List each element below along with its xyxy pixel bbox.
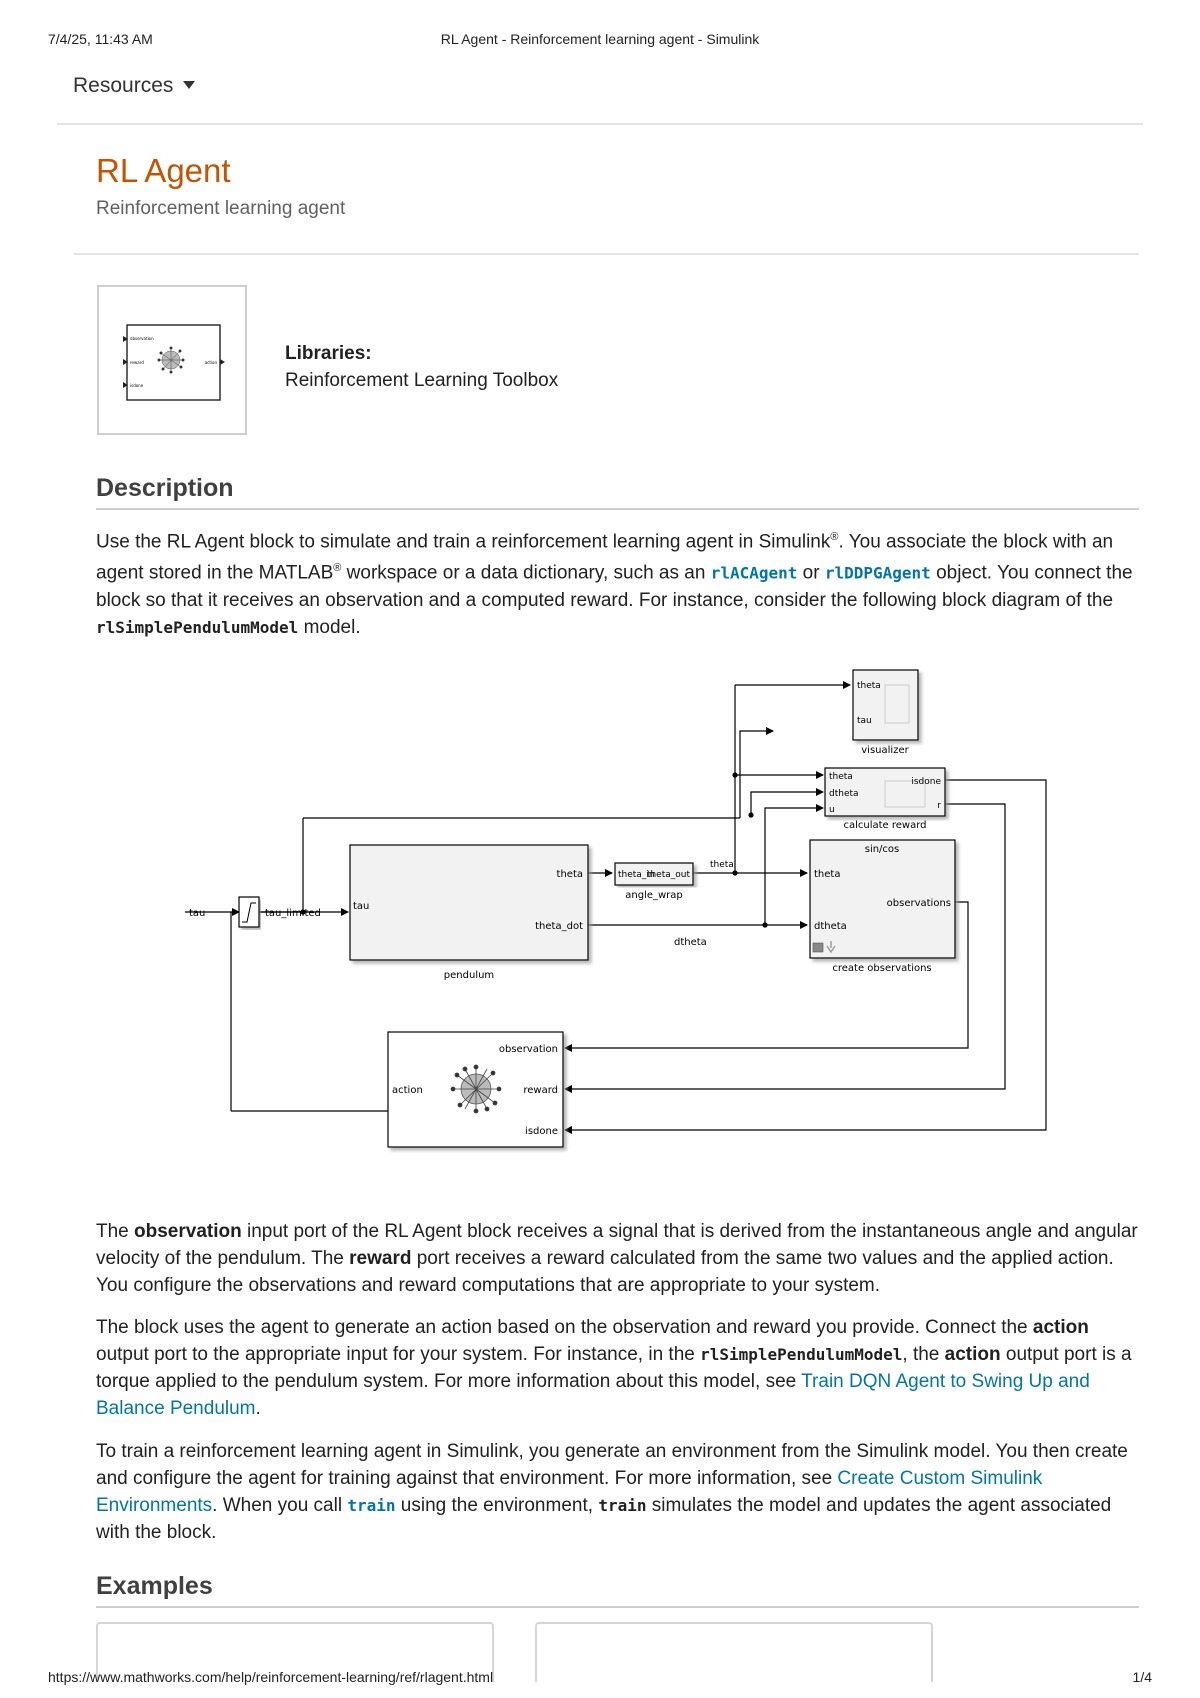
examples-heading: Examples bbox=[96, 1572, 213, 1600]
reward-port-theta: theta bbox=[829, 772, 853, 782]
libraries-label: Libraries: bbox=[285, 343, 372, 364]
agent-network-icon bbox=[450, 1064, 502, 1114]
visualizer-port-theta: theta bbox=[857, 681, 881, 691]
calculate-reward-block: theta dtheta u isdone r calculate reward bbox=[824, 767, 946, 831]
visualizer-block-name: visualizer bbox=[861, 745, 909, 756]
thumb-port-action: action bbox=[205, 360, 218, 365]
description-paragraph-4: To train a reinforcement learning agent … bbox=[96, 1441, 1128, 1543]
agent-network-icon bbox=[157, 346, 185, 374]
print-datetime: 7/4/25, 11:43 AM bbox=[48, 31, 153, 47]
print-url: https://www.mathworks.com/help/reinforce… bbox=[48, 1669, 494, 1685]
angle-wrap-block-name: angle_wrap bbox=[625, 890, 683, 901]
reward-port-dtheta: dtheta bbox=[829, 789, 859, 799]
angle-wrap-port-in: theta_in bbox=[618, 870, 655, 880]
pendulum-port-theta: theta bbox=[557, 869, 583, 880]
thumb-port-observation: observation bbox=[130, 336, 154, 341]
registered-mark: ® bbox=[830, 531, 839, 543]
signal-label-tau-limited: tau_limited bbox=[265, 908, 321, 919]
example-card[interactable] bbox=[96, 1622, 494, 1682]
train-function-link[interactable]: train bbox=[347, 1496, 396, 1515]
description-paragraph-1: Use the RL Agent block to simulate and t… bbox=[96, 531, 1133, 638]
pendulum-port-in: tau bbox=[353, 901, 369, 912]
rlddpgagent-link[interactable]: rlDDPGAgent bbox=[824, 563, 931, 583]
agent-port-reward: reward bbox=[523, 1085, 558, 1096]
pendulum-block: tau theta theta_dot pendulum bbox=[349, 844, 589, 981]
caret-down-icon bbox=[183, 81, 196, 89]
description-heading: Description bbox=[96, 474, 234, 502]
print-title: RL Agent - Reinforcement learning agent … bbox=[440, 31, 760, 47]
observations-port-dtheta: dtheta bbox=[814, 921, 847, 932]
page-title: RL Agent bbox=[96, 152, 231, 189]
saturation-block bbox=[238, 896, 260, 928]
description-divider bbox=[96, 508, 1139, 510]
agent-port-action: action bbox=[392, 1085, 423, 1096]
create-observations-block: sin/cos theta dtheta observations create… bbox=[809, 839, 956, 974]
angle-wrap-block: theta_in theta_out angle_wrap bbox=[614, 862, 694, 901]
signal-label-dtheta: dtheta bbox=[674, 937, 707, 948]
resources-label: Resources bbox=[73, 74, 174, 97]
rl-agent-block: observation reward isdone action bbox=[387, 1031, 564, 1148]
calculate-reward-block-name: calculate reward bbox=[843, 820, 926, 831]
resources-menu[interactable]: Resources bbox=[73, 74, 196, 98]
rlacagent-link[interactable]: rlACAgent bbox=[710, 563, 798, 583]
pendulum-block-diagram: tau tau_limited tau theta theta_dot pend… bbox=[185, 669, 1047, 1148]
visualizer-block: theta tau visualizer bbox=[852, 669, 919, 756]
pendulum-port-theta-dot: theta_dot bbox=[535, 921, 583, 932]
train-dqn-agent-link[interactable]: Train DQN Agent to Swing Up and Balance … bbox=[96, 1371, 1090, 1419]
reward-port-r: r bbox=[937, 801, 941, 811]
pendulum-block-name: pendulum bbox=[444, 970, 494, 981]
model-name-code: rlSimplePendulumModel bbox=[96, 617, 299, 637]
thumb-port-reward: reward bbox=[130, 360, 144, 365]
create-observations-block-name: create observations bbox=[832, 963, 931, 974]
thumb-port-isdone: isdone bbox=[130, 383, 144, 388]
print-page-number: 1/4 bbox=[1132, 1669, 1152, 1685]
example-card[interactable] bbox=[535, 1622, 933, 1682]
agent-port-isdone: isdone bbox=[525, 1126, 558, 1137]
title-divider bbox=[74, 253, 1139, 255]
visualizer-port-tau: tau bbox=[857, 716, 872, 726]
description-paragraph-2: The observation input port of the RL Age… bbox=[96, 1221, 1138, 1296]
block-icon-thumbnail: observation reward isdone action bbox=[97, 285, 247, 435]
angle-wrap-port-out: theta_out bbox=[647, 870, 691, 880]
libraries-value: Reinforcement Learning Toolbox bbox=[285, 370, 559, 391]
nav-divider bbox=[57, 123, 1143, 125]
create-observations-title: sin/cos bbox=[865, 844, 900, 855]
reward-port-isdone: isdone bbox=[911, 777, 941, 787]
observations-port-out: observations bbox=[887, 898, 951, 909]
page-subtitle: Reinforcement learning agent bbox=[96, 198, 346, 219]
description-paragraph-3: The block uses the agent to generate an … bbox=[96, 1317, 1132, 1419]
signal-label-tau: tau bbox=[189, 908, 205, 919]
create-custom-envs-link[interactable]: Create Custom Simulink Environments bbox=[96, 1468, 1043, 1516]
observations-port-theta: theta bbox=[814, 869, 840, 880]
registered-mark: ® bbox=[333, 562, 342, 575]
examples-divider bbox=[96, 1606, 1139, 1608]
signal-label-theta: theta bbox=[710, 860, 734, 870]
reward-port-u: u bbox=[829, 805, 835, 815]
agent-port-observation: observation bbox=[499, 1044, 558, 1055]
